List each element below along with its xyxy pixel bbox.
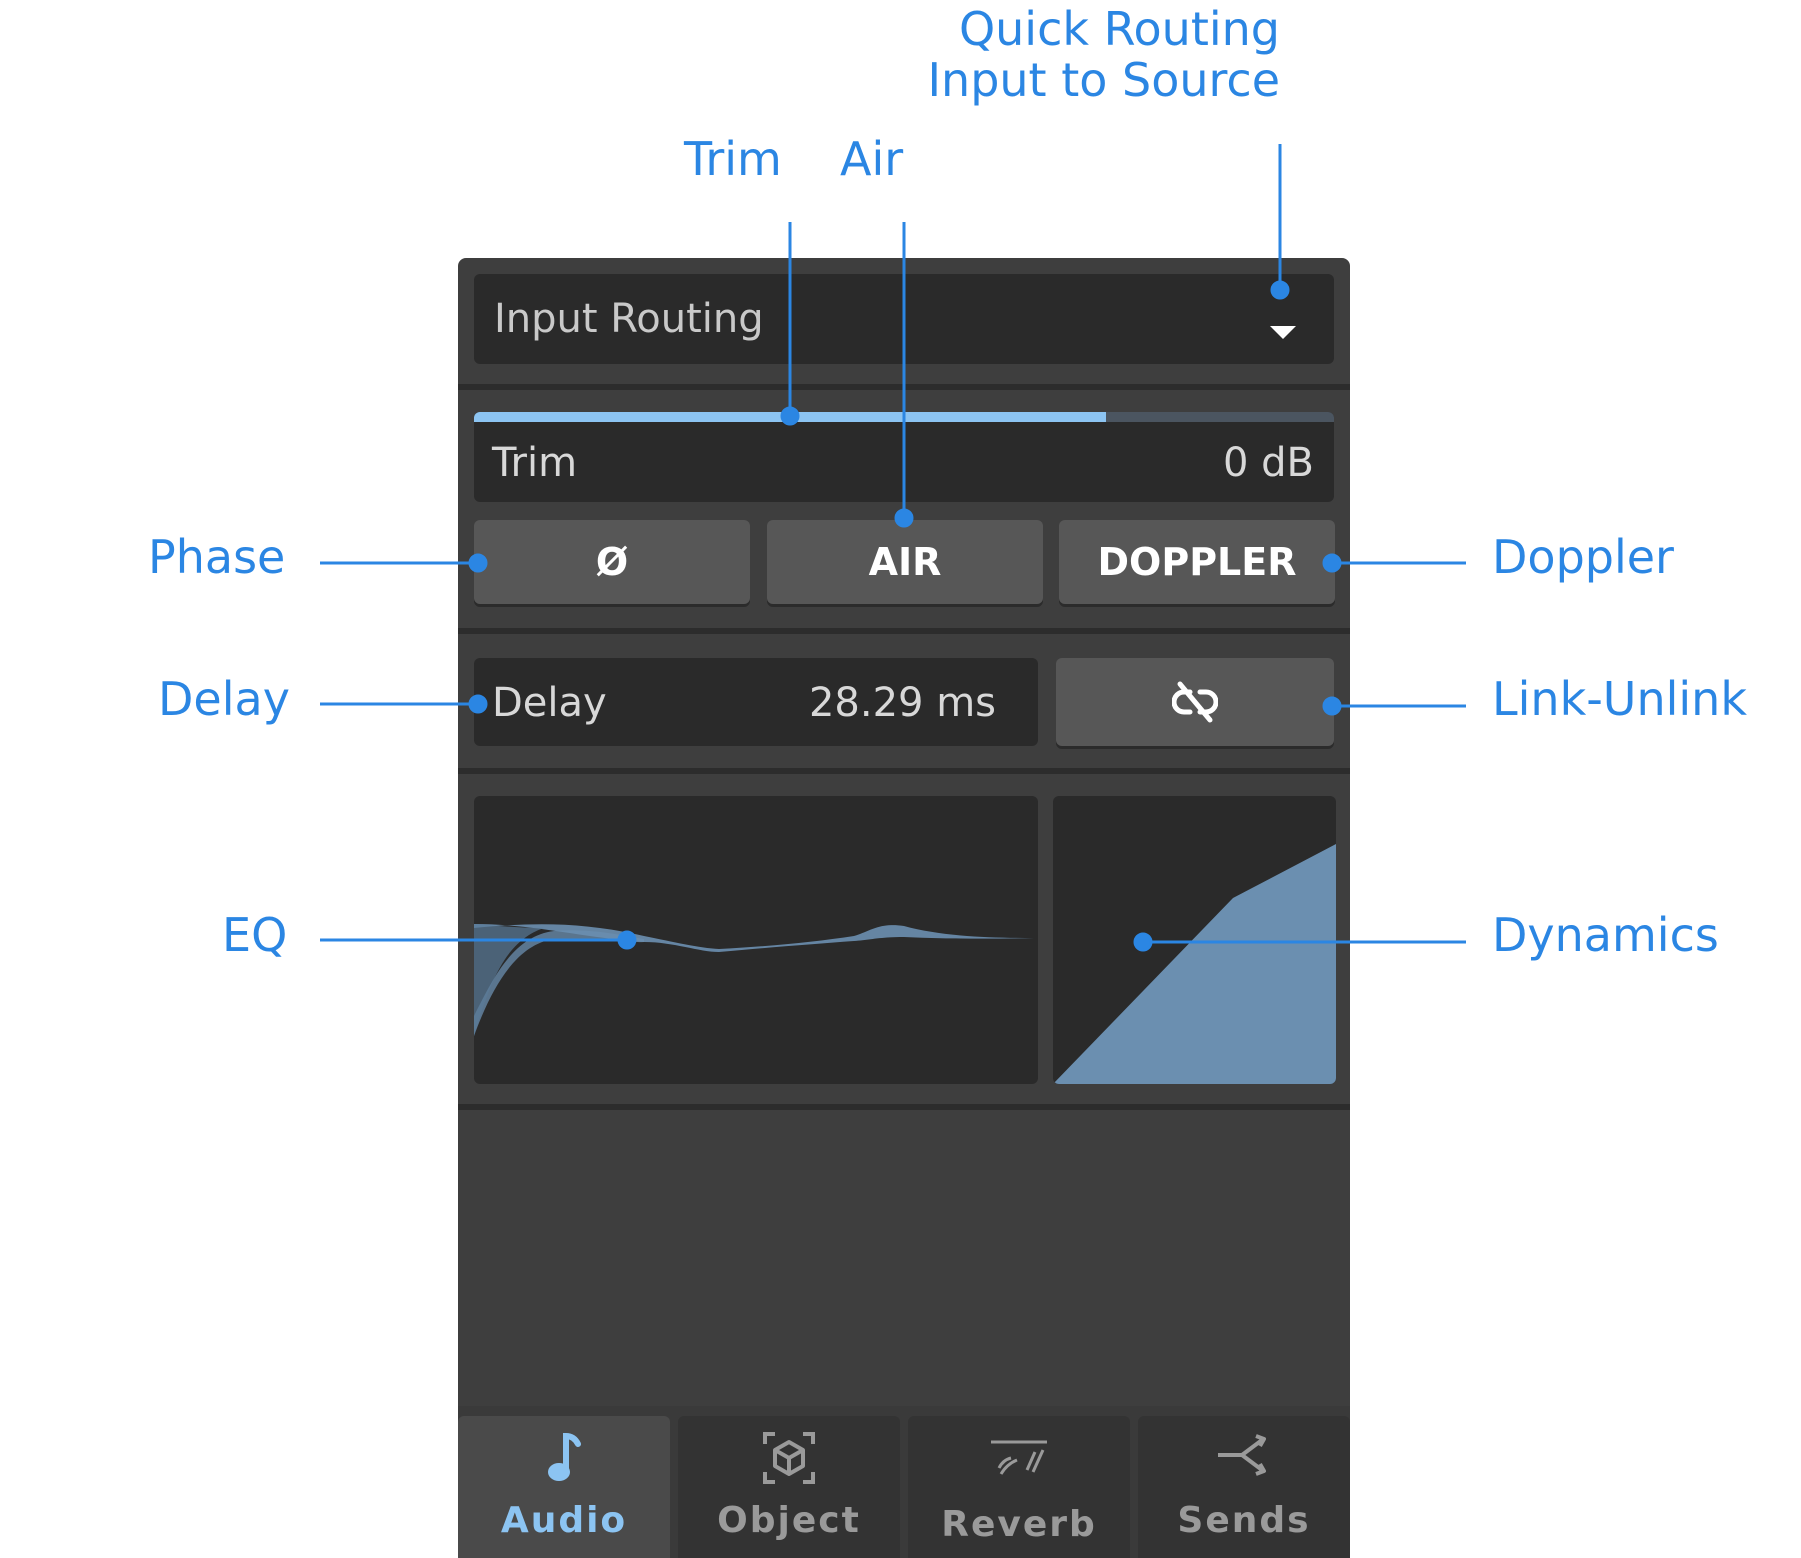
callout-delay: Delay [158, 672, 290, 726]
tab-audio-label: Audio [500, 1500, 628, 1541]
callout-eq: EQ [222, 908, 288, 962]
phase-button[interactable]: Ø [474, 520, 750, 604]
callout-quick-routing-line1: Quick Routing [958, 2, 1280, 56]
sends-icon [1216, 1430, 1272, 1484]
trim-slider-fill [474, 412, 1107, 422]
callout-trim: Trim [684, 132, 782, 186]
eq-curve [474, 924, 1034, 1036]
air-button[interactable]: AIR [767, 520, 1043, 604]
tab-object[interactable]: Object [678, 1416, 900, 1558]
trim-label: Trim [492, 440, 578, 486]
callout-quick-routing: Quick Routing Input to Source [900, 4, 1280, 105]
dynamics-display[interactable] [1053, 796, 1336, 1084]
delay-label: Delay [492, 680, 607, 726]
callout-quick-routing-line2: Input to Source [927, 52, 1280, 107]
dropdown-triangle-icon[interactable] [1270, 326, 1296, 339]
callout-dynamics: Dynamics [1492, 908, 1719, 962]
callout-phase: Phase [148, 530, 286, 584]
trim-value: 0 dB [1223, 440, 1314, 486]
music-note-icon [544, 1430, 584, 1490]
tab-reverb-label: Reverb [941, 1504, 1097, 1545]
input-routing-dropdown[interactable]: Input Routing [474, 274, 1334, 364]
audio-panel: Input Routing Trim 0 dB Ø AIR DOPPLER De… [458, 258, 1350, 1558]
divider [458, 628, 1350, 634]
air-button-label: AIR [868, 540, 942, 584]
tab-sends[interactable]: Sends [1138, 1416, 1350, 1558]
eq-display[interactable] [474, 796, 1038, 1084]
tab-reverb[interactable]: Reverb [908, 1416, 1130, 1558]
phase-button-label: Ø [595, 540, 629, 584]
delay-value: 28.29 ms [808, 680, 996, 726]
callout-doppler: Doppler [1492, 530, 1674, 584]
callout-link-unlink: Link-Unlink [1492, 672, 1747, 726]
doppler-button-label: DOPPLER [1097, 540, 1297, 584]
input-routing-label: Input Routing [494, 296, 764, 342]
tab-bar: Audio Object Reverb [458, 1406, 1350, 1558]
delay-field[interactable]: Delay 28.29 ms [474, 658, 1038, 746]
callout-air: Air [840, 132, 904, 186]
divider [458, 768, 1350, 774]
unlink-chain-icon [1172, 681, 1218, 723]
cube-icon [761, 1430, 817, 1490]
divider [458, 384, 1350, 390]
doppler-button[interactable]: DOPPLER [1059, 520, 1335, 604]
reverb-icon [989, 1430, 1049, 1484]
tab-object-label: Object [717, 1500, 861, 1541]
divider [458, 1104, 1350, 1110]
dynamics-curve [1053, 844, 1336, 1084]
tab-audio[interactable]: Audio [458, 1416, 670, 1558]
trim-slider-track[interactable] [474, 412, 1334, 422]
tab-sends-label: Sends [1177, 1500, 1311, 1541]
trim-control[interactable]: Trim 0 dB [474, 412, 1334, 502]
link-unlink-button[interactable] [1056, 658, 1334, 746]
